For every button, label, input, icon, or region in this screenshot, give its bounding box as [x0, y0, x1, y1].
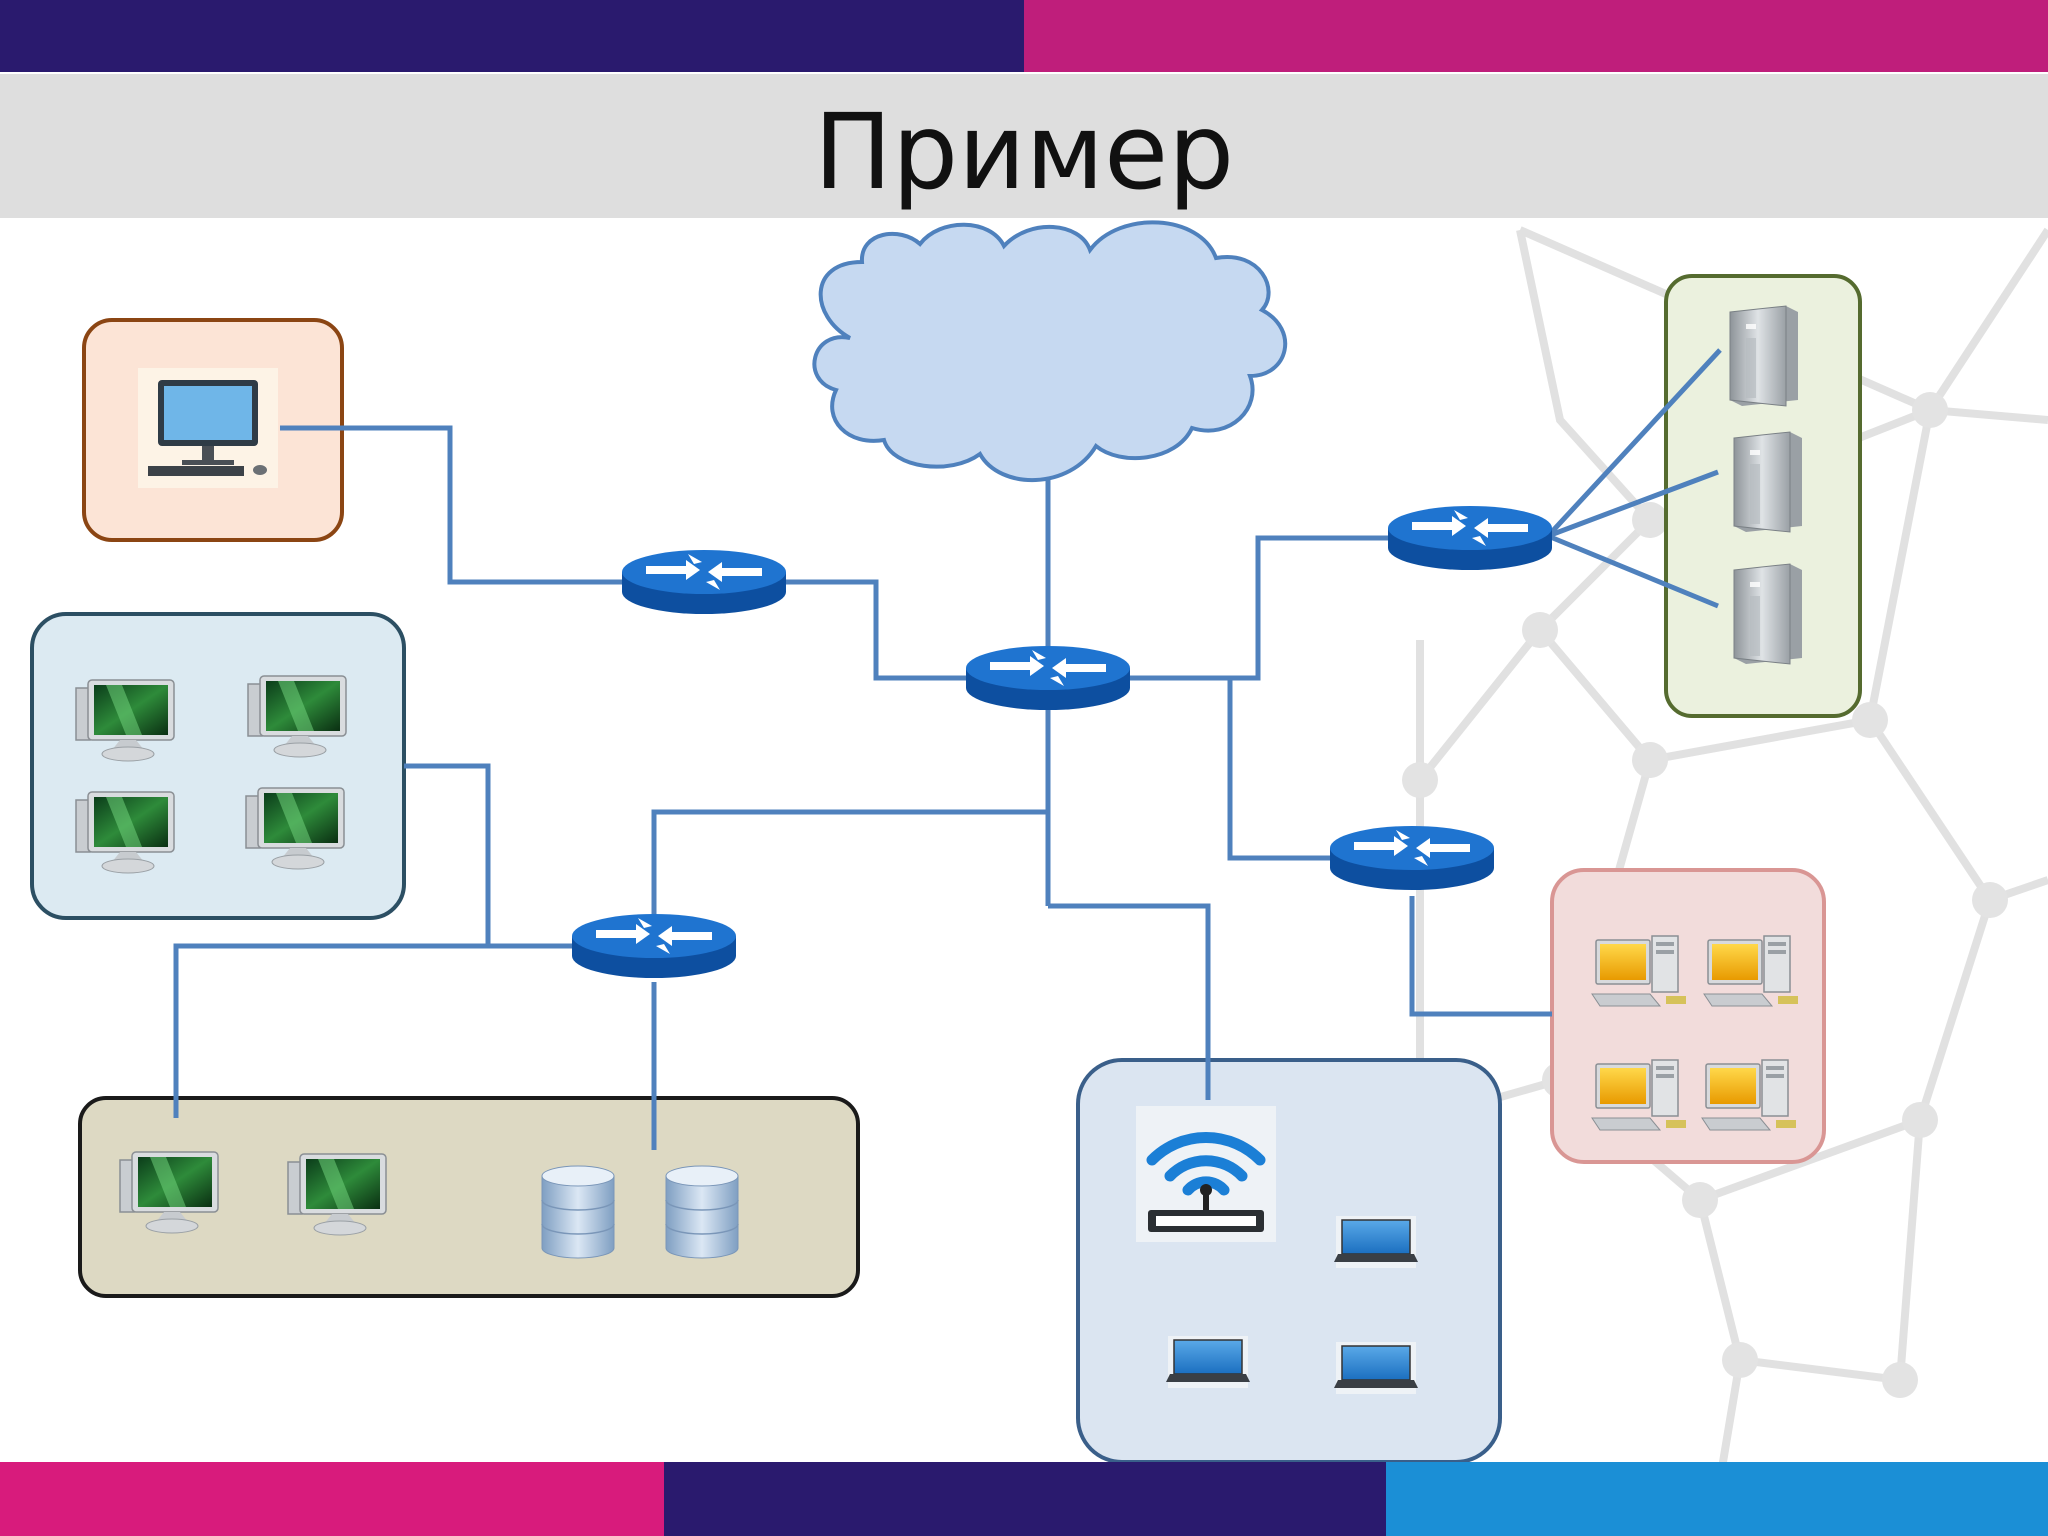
- bottom-bar-left: [0, 1462, 664, 1536]
- desktop-computer-icon: [138, 368, 278, 488]
- group-workstations-box: [30, 612, 406, 920]
- link-router-to-workstations: [404, 763, 574, 949]
- bottom-bar-middle: [664, 1462, 1386, 1536]
- group-servers-db-box: [78, 1096, 860, 1298]
- database-icon: [665, 1165, 739, 1259]
- link-router-to-server-2: [1547, 469, 1719, 539]
- core-router-icon: [966, 646, 1130, 710]
- link-core-to-wifi: [1048, 903, 1211, 1100]
- database-icon: [541, 1165, 615, 1259]
- link-core-to-right-bottom: [1227, 678, 1334, 861]
- laptop-icon: [1333, 1341, 1419, 1395]
- network-links: [173, 348, 1722, 1150]
- cloud-icon: [812, 220, 1288, 483]
- server-tower-icon: [1733, 563, 1803, 665]
- top-bar-right: [1024, 0, 2048, 72]
- title-band: [0, 74, 2048, 218]
- server-tower-icon: [1729, 305, 1799, 407]
- router-left-bottom-icon: [572, 914, 736, 978]
- link-router-to-server-3: [1547, 533, 1719, 609]
- laptop-icon: [1165, 1335, 1251, 1389]
- laptop-icon: [1333, 1215, 1419, 1269]
- link-router-to-servers-left: [173, 943, 574, 1118]
- router-right-bottom-icon: [1330, 826, 1494, 890]
- link-pc-to-router: [280, 425, 622, 585]
- link-core-to-bottom-router: [651, 809, 1048, 920]
- server-tower-icon: [1733, 431, 1803, 533]
- router-right-top-icon: [1388, 506, 1552, 570]
- link-router-to-server-1: [1546, 348, 1722, 538]
- top-bar-left: [0, 0, 1024, 72]
- link-core-to-right: [1130, 535, 1390, 681]
- link-router-to-core: [784, 579, 970, 681]
- link-router-to-yellow-pcs: [1409, 896, 1552, 1017]
- slide-title: Пример: [813, 91, 1235, 213]
- bottom-bar-right: [1386, 1462, 2048, 1536]
- wifi-router-icon: [1136, 1106, 1276, 1242]
- router-left-top-icon: [622, 550, 786, 614]
